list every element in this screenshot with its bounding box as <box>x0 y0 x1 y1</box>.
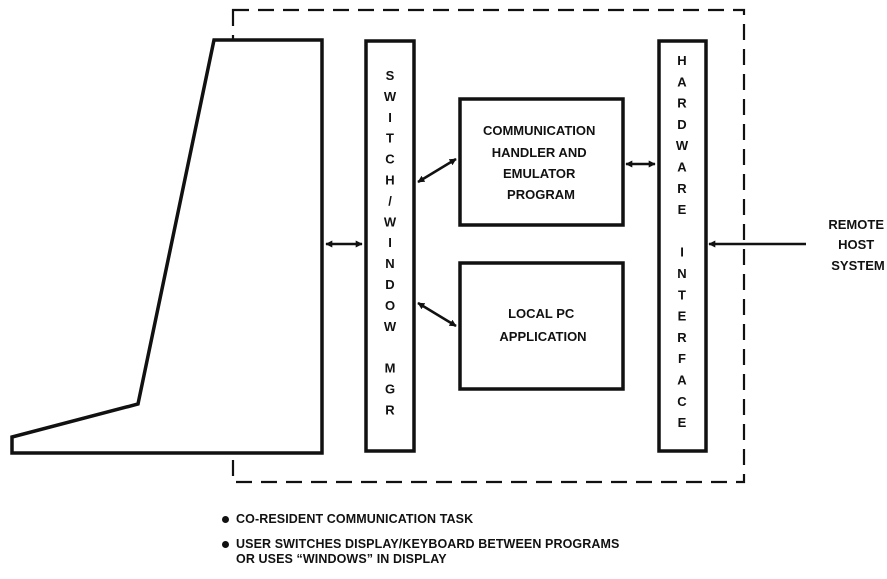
stacked-letter: T <box>386 131 394 146</box>
hardware-interface-box <box>657 39 708 453</box>
bullet-line: OR USES “WINDOWS” IN DISPLAY <box>236 552 447 566</box>
stacked-letter: I <box>388 235 392 250</box>
stacked-letter: H <box>385 173 394 188</box>
stacked-letter: F <box>678 351 686 366</box>
stacked-letter: S <box>386 68 395 83</box>
stacked-letter: N <box>677 266 686 281</box>
display-terminal-shape <box>10 38 324 455</box>
arrow-switch-to-comm-handler <box>417 157 457 184</box>
feature-bullet-list: CO-RESIDENT COMMUNICATION TASK USER SWIT… <box>222 512 619 577</box>
stacked-letter: D <box>677 117 686 132</box>
bullet-line: CO-RESIDENT COMMUNICATION TASK <box>236 512 474 526</box>
local-pc-line: LOCAL PC <box>508 306 575 321</box>
stacked-letter: R <box>677 96 687 111</box>
stacked-letter: A <box>677 74 687 89</box>
local-pc-line: APPLICATION <box>499 329 586 344</box>
stacked-letter: C <box>677 394 687 409</box>
stacked-letter: W <box>384 89 397 104</box>
comm-handler-line: HANDLER AND <box>492 145 587 160</box>
comm-handler-line: PROGRAM <box>507 187 575 202</box>
stacked-letter: R <box>677 181 687 196</box>
stacked-letter: W <box>676 138 689 153</box>
stacked-letter: G <box>385 382 395 397</box>
switch-window-mgr-box <box>364 39 416 453</box>
bullet-user-switches: USER SWITCHES DISPLAY/KEYBOARD BETWEEN P… <box>222 537 619 567</box>
comm-handler-label: COMMUNICATION HANDLER AND EMULATOR PROGR… <box>483 123 599 202</box>
stacked-letter: E <box>678 202 687 217</box>
stacked-letter: I <box>388 110 392 125</box>
remote-host-label: REMOTE HOST SYSTEM <box>828 217 887 273</box>
stacked-letter: T <box>678 287 686 302</box>
stacked-letter: E <box>678 309 687 324</box>
stacked-letter: E <box>678 415 687 430</box>
remote-host-line: SYSTEM <box>831 258 884 273</box>
remote-host-line: HOST <box>838 237 874 252</box>
local-pc-app-label: LOCAL PC APPLICATION <box>499 306 586 344</box>
comm-handler-line: COMMUNICATION <box>483 123 595 138</box>
stacked-letter: A <box>677 160 687 175</box>
local-pc-app-box <box>458 261 625 391</box>
comm-handler-box <box>458 97 625 227</box>
stacked-letter: N <box>385 256 394 271</box>
bullet-co-resident-task: CO-RESIDENT COMMUNICATION TASK <box>222 512 619 527</box>
stacked-letter: I <box>680 245 684 260</box>
stacked-letter: W <box>384 214 397 229</box>
stacked-letter: H <box>677 53 686 68</box>
bullet-line: USER SWITCHES DISPLAY/KEYBOARD BETWEEN P… <box>236 537 620 551</box>
stacked-letter: W <box>384 319 397 334</box>
stacked-letter: R <box>385 402 395 417</box>
stacked-letter: O <box>385 298 395 313</box>
stacked-letter: M <box>385 361 396 376</box>
stacked-letter: D <box>385 277 394 292</box>
stacked-letter: / <box>388 193 392 208</box>
comm-handler-line: EMULATOR <box>503 166 576 181</box>
stacked-letter: A <box>677 373 687 388</box>
stacked-letter: R <box>677 330 687 345</box>
arrow-switch-to-local-pc <box>417 301 457 328</box>
remote-host-line: REMOTE <box>828 217 884 232</box>
stacked-letter: C <box>385 152 395 167</box>
